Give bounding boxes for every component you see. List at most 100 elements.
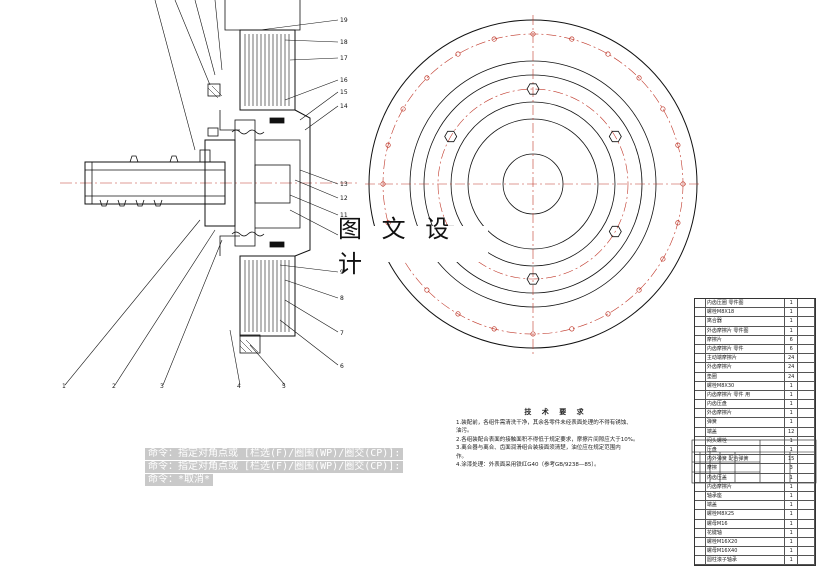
balloon-number: 12 (340, 195, 348, 202)
bom-cell (798, 335, 815, 344)
bom-cell: 闷头螺栓 (706, 436, 786, 445)
balloon-number: 16 (340, 77, 348, 84)
bom-cell: 1 (785, 299, 799, 308)
bom-cell: 离合器 (706, 317, 786, 326)
bom-cell (798, 464, 815, 473)
bom-cell (798, 326, 815, 335)
bom-cell: 1 (785, 547, 799, 556)
bom-cell (695, 464, 706, 473)
balloon-number: 5 (282, 383, 286, 390)
bolt-hole (455, 51, 461, 57)
notes-title: 技 术 要 求 (524, 408, 588, 416)
bom-cell (798, 510, 815, 519)
bom-cell: 螺栓M8X18 (706, 308, 786, 317)
bom-cell: 内齿摩擦片 零件 用 (706, 390, 786, 400)
hex-bolt-head (526, 273, 540, 285)
bom-cell: 端盖 (706, 501, 786, 510)
bom-cell (695, 473, 706, 482)
notes-line: 1.装配前，各组件需清洗干净，其余各零件未经表面处理的不得有锈蚀、 (456, 419, 632, 426)
balloon-number: 9 (340, 269, 344, 276)
bom-cell: 1 (785, 501, 799, 510)
bom-cell (798, 556, 815, 565)
bom-cell (695, 482, 706, 491)
hex-bolt-head (444, 130, 458, 143)
bom-cell: 1 (785, 308, 799, 317)
bom-cell: 外齿摩擦片 零件图 (706, 326, 786, 335)
bom-cell: 1 (785, 473, 799, 482)
bom-cell (798, 482, 815, 491)
cad-drawing-canvas[interactable]: 12345678910111213141516171819 (0, 0, 820, 485)
bolt-hole (605, 311, 611, 317)
notes-line: 油污。 (456, 428, 473, 434)
bom-cell (695, 446, 706, 455)
bom-cell: 外齿摩擦片 (706, 409, 786, 418)
bom-cell (798, 436, 815, 445)
end-view (365, 15, 700, 355)
hex-bolt-head (526, 83, 540, 95)
bom-cell (798, 547, 815, 556)
bom-cell (695, 344, 706, 354)
bom-cell: 花键轴 (706, 528, 786, 537)
bom-cell (695, 400, 706, 409)
bom-cell (798, 390, 815, 400)
balloon-number: 14 (340, 103, 348, 110)
bolt-hole (385, 142, 391, 148)
bom-cell: 15 (785, 455, 799, 464)
bom-cell (695, 547, 706, 556)
bolt-hole (491, 36, 497, 42)
bom-cell: 6 (785, 335, 799, 344)
bolt-hole (424, 75, 430, 81)
balloon-number: 4 (237, 383, 241, 390)
bom-cell (695, 317, 706, 326)
notes-line: 3.离合器与离合、齿面润滑组合装接面须清楚，油位应在规定范围内 (456, 445, 621, 451)
bom-cell: 螺栓M8X25 (706, 510, 786, 519)
bom-cell (798, 372, 815, 381)
bom-cell: 24 (785, 372, 799, 381)
balloon-number: 8 (340, 295, 344, 302)
bom-cell: 外齿摩擦片 (706, 363, 786, 372)
bom-cell: 轴承座 (706, 491, 786, 501)
bom-cell: 1 (785, 519, 799, 528)
bom-cell: 摩擦片 (706, 335, 786, 344)
balloon-number: 2 (112, 383, 116, 390)
bom-cell: 1 (785, 528, 799, 537)
bom-cell (798, 299, 815, 308)
bom-cell (695, 501, 706, 510)
bom-cell: 24 (785, 363, 799, 372)
bom-cell (695, 363, 706, 372)
bom-cell: 内齿压盖 (706, 473, 786, 482)
bom-cell: 12 (785, 427, 799, 436)
bom-cell (695, 510, 706, 519)
bolt-hole (385, 220, 391, 226)
bom-cell (798, 427, 815, 436)
bom-cell (798, 418, 815, 427)
bom-cell (695, 335, 706, 344)
notes-line: 2.各组装配合表面的接触面积不得低于规定要求，摩擦片间隙应大于10%。 (456, 436, 639, 443)
bom-cell: 垫圈 (706, 372, 786, 381)
command-prompt-line[interactable]: 命令：*取消* (145, 474, 214, 486)
bom-cell (695, 556, 706, 565)
bolt-hole (569, 326, 575, 332)
bom-cell: 1 (785, 390, 799, 400)
command-history-line: 命令：指定对角点或 [栏选(F)/圈围(WP)/圈交(CP)]: (145, 448, 404, 460)
bom-cell (798, 537, 815, 547)
bom-cell (695, 381, 706, 390)
bolt-hole (675, 220, 681, 226)
